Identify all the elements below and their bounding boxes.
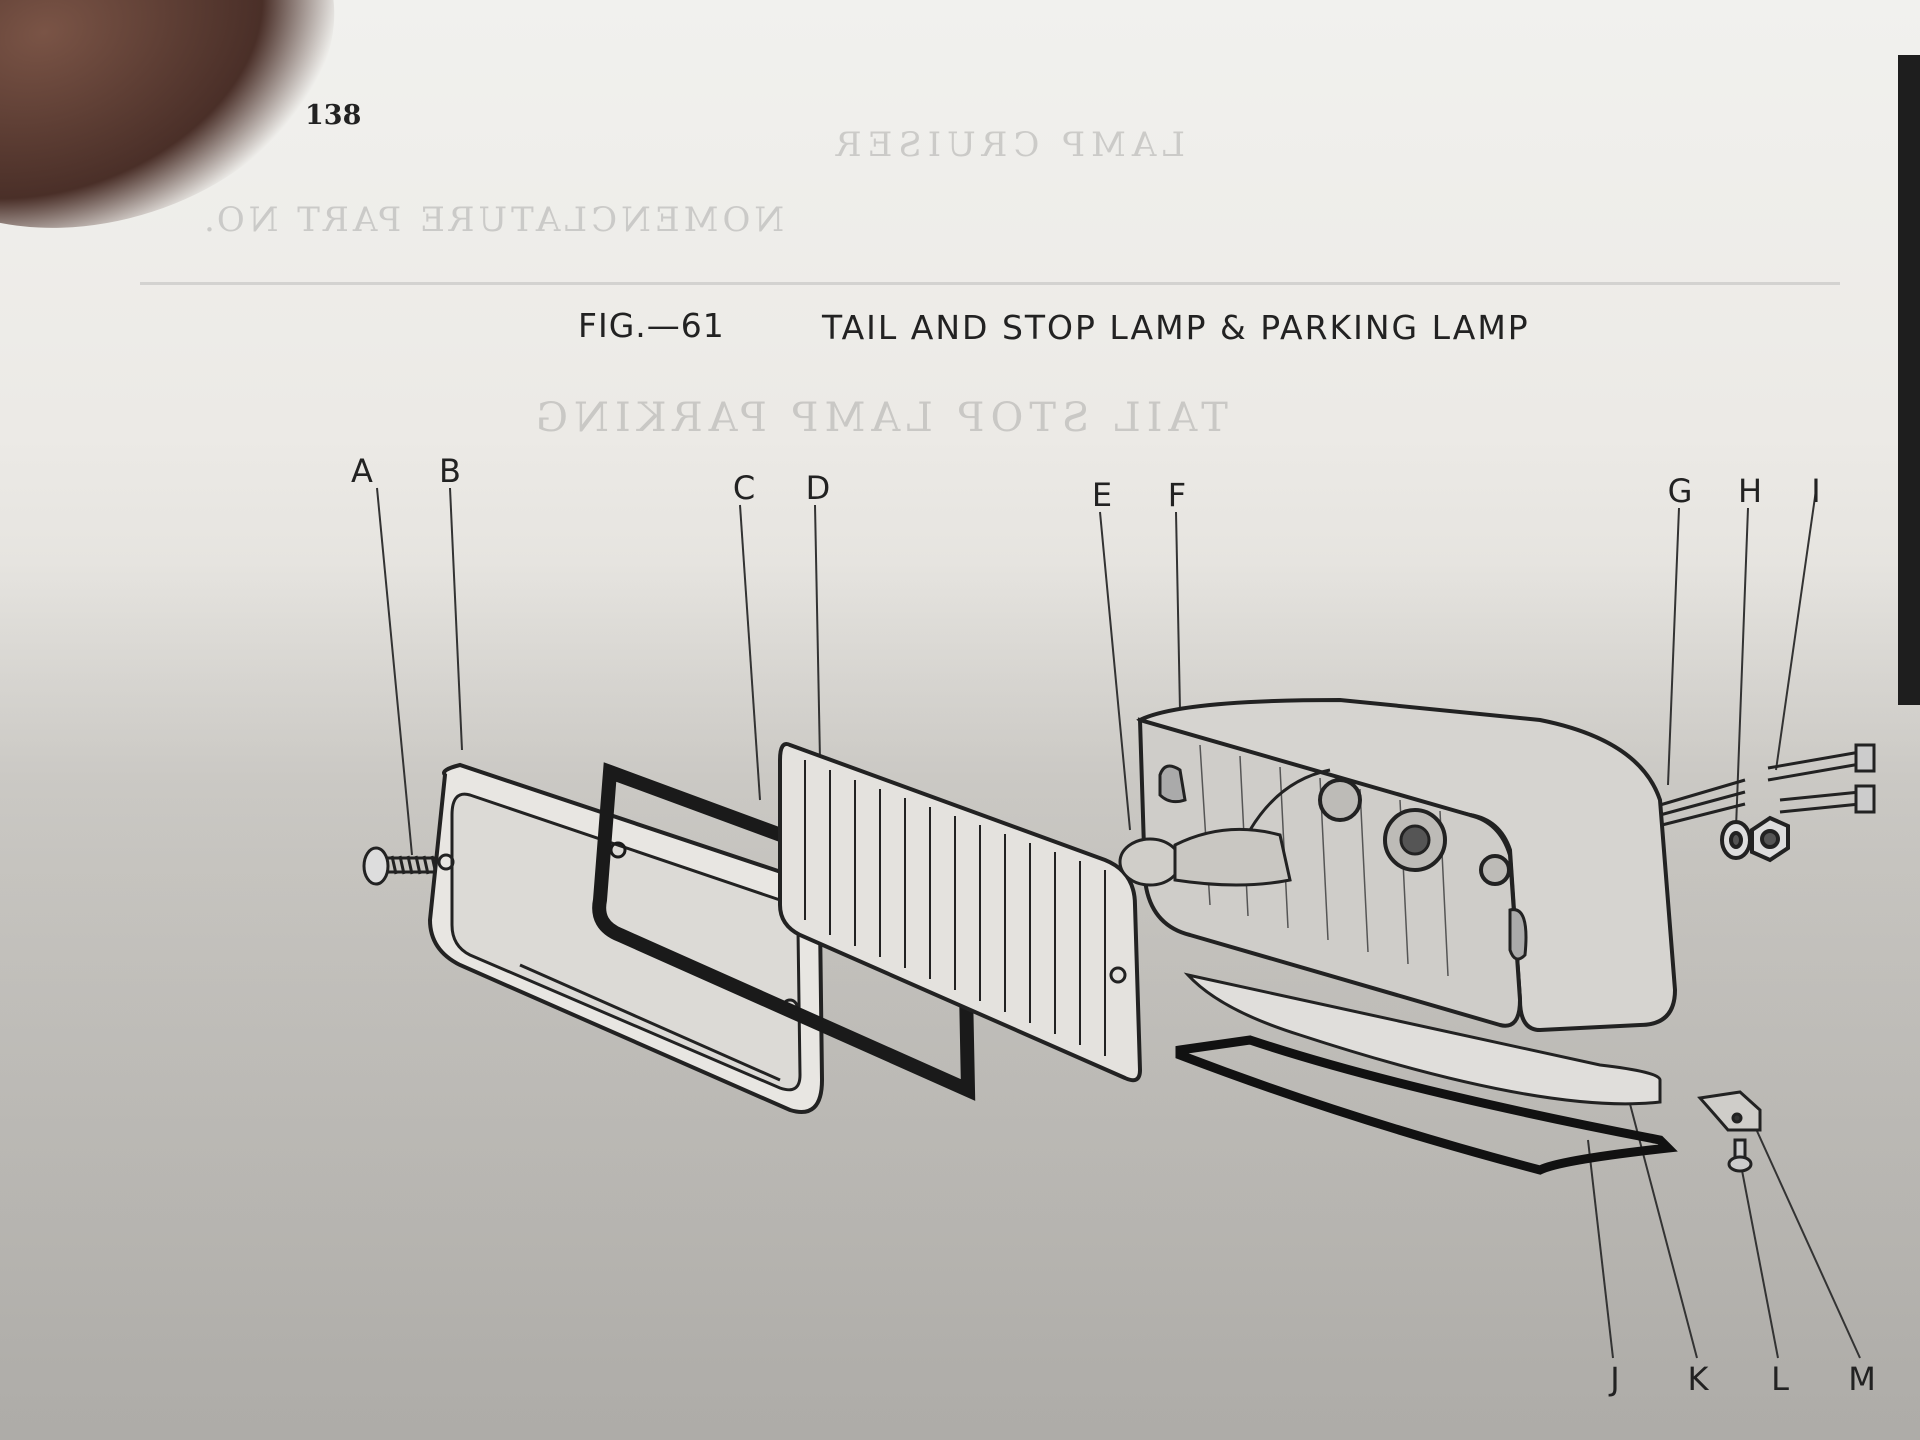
leader-lines <box>376 487 1861 1359</box>
gasket-j <box>1175 1035 1678 1175</box>
figure-title: TAIL AND STOP LAMP & PARKING LAMP <box>822 308 1530 347</box>
lamp-housing-f <box>1136 697 1678 1033</box>
bolts <box>1767 743 1876 814</box>
wires-g <box>1659 778 1746 827</box>
screw-l <box>1727 1138 1753 1173</box>
callout-j: J <box>1608 1360 1619 1398</box>
callout-b: B <box>439 452 461 490</box>
washer-h <box>1720 820 1752 860</box>
callout-labels: A B C D E F G H I J K L M <box>351 452 1876 1398</box>
bracket-m <box>1697 1090 1762 1132</box>
callout-k: K <box>1688 1360 1710 1398</box>
callout-f: F <box>1168 476 1186 514</box>
lens-k <box>1183 972 1662 1106</box>
callout-c: C <box>733 469 755 507</box>
callout-a: A <box>351 452 373 490</box>
callout-d: D <box>806 469 831 507</box>
lens-d <box>778 742 1143 1083</box>
callout-g: G <box>1668 472 1693 510</box>
callout-i: I <box>1811 472 1820 510</box>
figure-label: FIG.—61 <box>578 306 725 345</box>
bleed-through-rule <box>140 282 1840 285</box>
callout-h: H <box>1738 472 1762 510</box>
callout-m: M <box>1848 1360 1876 1398</box>
nut-i <box>1750 815 1790 863</box>
page-edge <box>1898 55 1920 705</box>
callout-l: L <box>1771 1360 1789 1398</box>
bulb-holder-e <box>1118 768 1331 887</box>
callout-e: E <box>1092 476 1112 514</box>
screw-a <box>362 846 440 886</box>
page-number: 138 <box>305 100 362 131</box>
